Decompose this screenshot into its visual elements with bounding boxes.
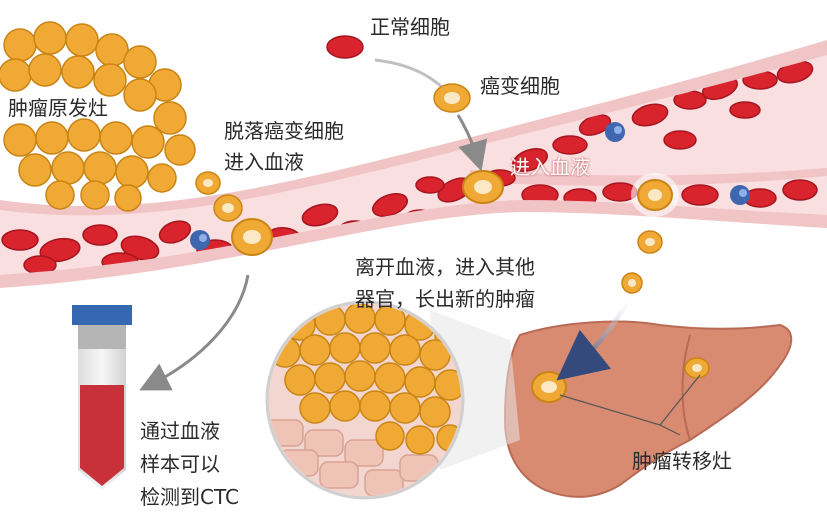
entering-cancer-cell xyxy=(462,170,504,204)
exiting-cancer-cells xyxy=(621,173,679,294)
primary-tumor-cluster xyxy=(0,21,196,212)
zoom-tissue-circle xyxy=(265,300,520,500)
transform-arrow xyxy=(374,58,447,92)
enter-organ-arrow xyxy=(556,298,631,381)
cancer-cell xyxy=(433,83,471,113)
vessel-red-cells xyxy=(1,60,818,275)
enter-arrow xyxy=(456,114,488,172)
detaching-tumor-cells xyxy=(195,171,273,256)
label-primary-tumor: 肿瘤原发灶 xyxy=(8,96,108,120)
label-leave-1: 离开血液，进入其他 xyxy=(355,255,535,279)
label-detect-3: 检测到CTC xyxy=(140,485,239,509)
label-cancer-cell: 癌变细胞 xyxy=(480,74,560,98)
label-enter-blood: 进入血液 xyxy=(510,155,590,179)
label-detect-1: 通过血液 xyxy=(140,419,220,443)
label-detached-2: 进入血液 xyxy=(224,150,304,174)
label-metastasis: 肿瘤转移灶 xyxy=(632,449,732,473)
label-detect-2: 样本可以 xyxy=(140,452,220,476)
sample-arrow xyxy=(139,274,250,391)
test-tube xyxy=(72,305,132,490)
normal-cell xyxy=(326,35,364,59)
metastasis-pointer-lines xyxy=(559,374,701,436)
label-normal-cell: 正常细胞 xyxy=(370,15,450,39)
label-leave-2: 器官，长出新的肿瘤 xyxy=(355,287,535,311)
white-blood-cells xyxy=(190,122,750,250)
label-detached-1: 脱落癌变细胞 xyxy=(224,119,344,143)
